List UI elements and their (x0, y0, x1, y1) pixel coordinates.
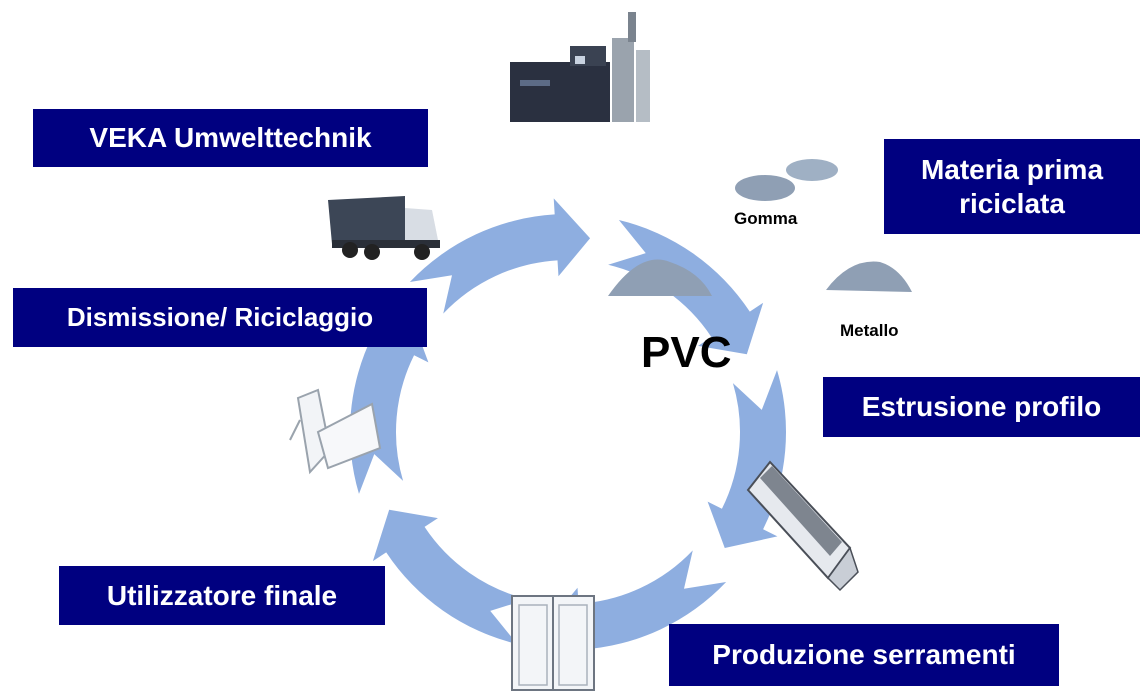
cycle-arrow-segment (372, 509, 528, 644)
metal-granulate-pile-icon (826, 261, 912, 292)
stage-label-materia-prima-riciclata: Materia prima riciclata (884, 139, 1140, 234)
metal-label: Metallo (840, 321, 899, 340)
recycling-plant-icon (510, 12, 650, 122)
recycling-truck-icon (328, 196, 440, 260)
stage-label-dismissione-riciclaggio: Dismissione/ Riciclaggio (13, 288, 427, 347)
stage-label-utilizzatore-finale: Utilizzatore finale (59, 566, 385, 625)
stage-label-produzione-serramenti: Produzione serramenti (669, 624, 1059, 686)
cycle-arrow-segment (409, 198, 591, 314)
pvc-granulate-pile-icon (608, 259, 712, 296)
center-label-pvc: PVC (641, 328, 732, 377)
stage-label-veka-umwelttechnik: VEKA Umwelttechnik (33, 109, 428, 167)
opened-window-icon (289, 388, 382, 475)
stage-label-estrusione-profilo: Estrusione profilo (823, 377, 1140, 437)
pvc-profile-icon (746, 460, 859, 592)
window-frame-icon (511, 595, 595, 691)
rubber-granulate-pile-icon (735, 159, 838, 201)
rubber-label: Gomma (734, 209, 798, 228)
cycle-arrow-segment (707, 370, 786, 548)
